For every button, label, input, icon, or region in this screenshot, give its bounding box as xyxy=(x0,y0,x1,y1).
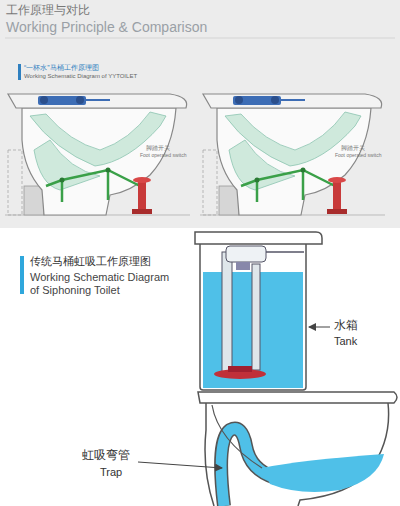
page-title: 工作原理与对比 xyxy=(6,4,90,18)
part-label: 脚踏开关 xyxy=(341,145,365,152)
diagram-subtitle: Working Schematic Diagram of Siphoning T… xyxy=(30,271,180,296)
diagram-title: 传统马桶虹吸工作原理图 xyxy=(30,255,151,268)
part-label: Foot operated switch xyxy=(140,153,186,159)
part-label: 脚踏开关 xyxy=(146,145,170,152)
part-label: Tank xyxy=(334,335,357,348)
diagram-title: “一杯水”马桶工作原理图 xyxy=(24,64,99,72)
diagram-subtitle: Working Schematic Diagram of YYTOILET xyxy=(24,73,137,80)
part-label: Foot operated switch xyxy=(335,153,381,159)
part-label: 水箱 xyxy=(334,319,358,333)
part-label: 虹吸弯管 xyxy=(82,449,130,463)
page-subtitle: Working Principle & Comparison xyxy=(6,19,207,35)
part-label: Trap xyxy=(100,466,122,479)
